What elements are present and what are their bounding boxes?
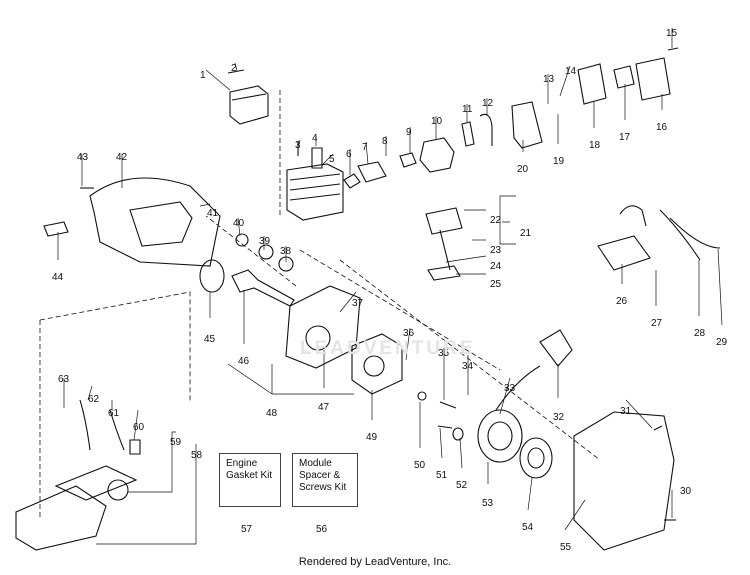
callout-21[interactable]: 21 [520, 228, 532, 239]
callout-38[interactable]: 38 [280, 246, 292, 257]
callout-15[interactable]: 15 [666, 28, 678, 39]
callout-55[interactable]: 55 [560, 542, 572, 553]
callout-28[interactable]: 28 [694, 328, 706, 339]
callout-62[interactable]: 62 [88, 394, 100, 405]
callout-43[interactable]: 43 [77, 152, 89, 163]
callout-47[interactable]: 47 [318, 402, 330, 413]
callout-26[interactable]: 26 [616, 296, 628, 307]
callout-4[interactable]: 4 [312, 133, 318, 144]
part-drawings [15, 47, 721, 551]
callout-7[interactable]: 7 [362, 142, 368, 153]
callout-48[interactable]: 48 [266, 408, 278, 419]
engine-gasket-kit-box[interactable]: Engine Gasket Kit [219, 453, 281, 507]
callout-10[interactable]: 10 [431, 116, 443, 127]
leader-lines [57, 28, 723, 545]
callout-3[interactable]: 3 [295, 140, 301, 151]
callout-2[interactable]: 2 [231, 63, 237, 74]
callout-35[interactable]: 35 [438, 348, 450, 359]
callout-27[interactable]: 27 [651, 318, 663, 329]
dashed-assembly-lines [39, 90, 601, 520]
callout-11[interactable]: 11 [462, 104, 473, 115]
footer-credit: Rendered by LeadVenture, Inc. [298, 556, 452, 568]
callout-44[interactable]: 44 [52, 272, 64, 283]
callout-23[interactable]: 23 [490, 245, 502, 256]
callout-36[interactable]: 36 [403, 328, 415, 339]
callout-32[interactable]: 32 [553, 412, 565, 423]
callout-12[interactable]: 12 [482, 98, 494, 109]
callout-30[interactable]: 30 [680, 486, 692, 497]
module-spacer-kit-number: 56 [316, 524, 328, 535]
callout-16[interactable]: 16 [656, 122, 668, 133]
callout-50[interactable]: 50 [414, 460, 426, 471]
callout-31[interactable]: 31 [620, 406, 632, 417]
callout-22[interactable]: 22 [490, 215, 502, 226]
callout-60[interactable]: 60 [133, 422, 145, 433]
callout-20[interactable]: 20 [517, 164, 529, 175]
callout-8[interactable]: 8 [382, 136, 388, 147]
callout-49[interactable]: 49 [366, 432, 378, 443]
callout-51[interactable]: 51 [436, 470, 448, 481]
callout-52[interactable]: 52 [456, 480, 468, 491]
callout-41[interactable]: 41 [207, 208, 219, 219]
callout-42[interactable]: 42 [116, 152, 128, 163]
callout-19[interactable]: 19 [553, 156, 565, 167]
module-spacer-kit-box[interactable]: Module Spacer & Screws Kit [292, 453, 358, 507]
callout-46[interactable]: 46 [238, 356, 250, 367]
callout-18[interactable]: 18 [589, 140, 601, 151]
callout-33[interactable]: 33 [504, 383, 516, 394]
callout-59[interactable]: 59 [170, 437, 182, 448]
callout-54[interactable]: 54 [522, 522, 534, 533]
callout-63[interactable]: 63 [58, 374, 70, 385]
callout-39[interactable]: 39 [259, 236, 271, 247]
callout-58[interactable]: 58 [191, 450, 203, 461]
watermark: LEADVENTURE [300, 338, 476, 359]
callout-37[interactable]: 37 [352, 298, 364, 309]
callout-24[interactable]: 24 [490, 261, 502, 272]
callout-25[interactable]: 25 [490, 279, 502, 290]
callout-9[interactable]: 9 [406, 127, 412, 138]
callout-5[interactable]: 5 [329, 154, 335, 165]
callout-45[interactable]: 45 [204, 334, 216, 345]
callout-1[interactable]: 1 [200, 70, 206, 81]
callout-29[interactable]: 29 [716, 337, 728, 348]
callout-13[interactable]: 13 [543, 74, 555, 85]
callout-61[interactable]: 61 [108, 408, 120, 419]
callout-53[interactable]: 53 [482, 498, 494, 509]
callout-17[interactable]: 17 [619, 132, 631, 143]
callout-14[interactable]: 14 [565, 66, 577, 77]
engine-gasket-kit-number: 57 [241, 524, 253, 535]
callout-6[interactable]: 6 [346, 149, 352, 160]
callout-40[interactable]: 40 [233, 218, 245, 229]
callout-34[interactable]: 34 [462, 361, 474, 372]
